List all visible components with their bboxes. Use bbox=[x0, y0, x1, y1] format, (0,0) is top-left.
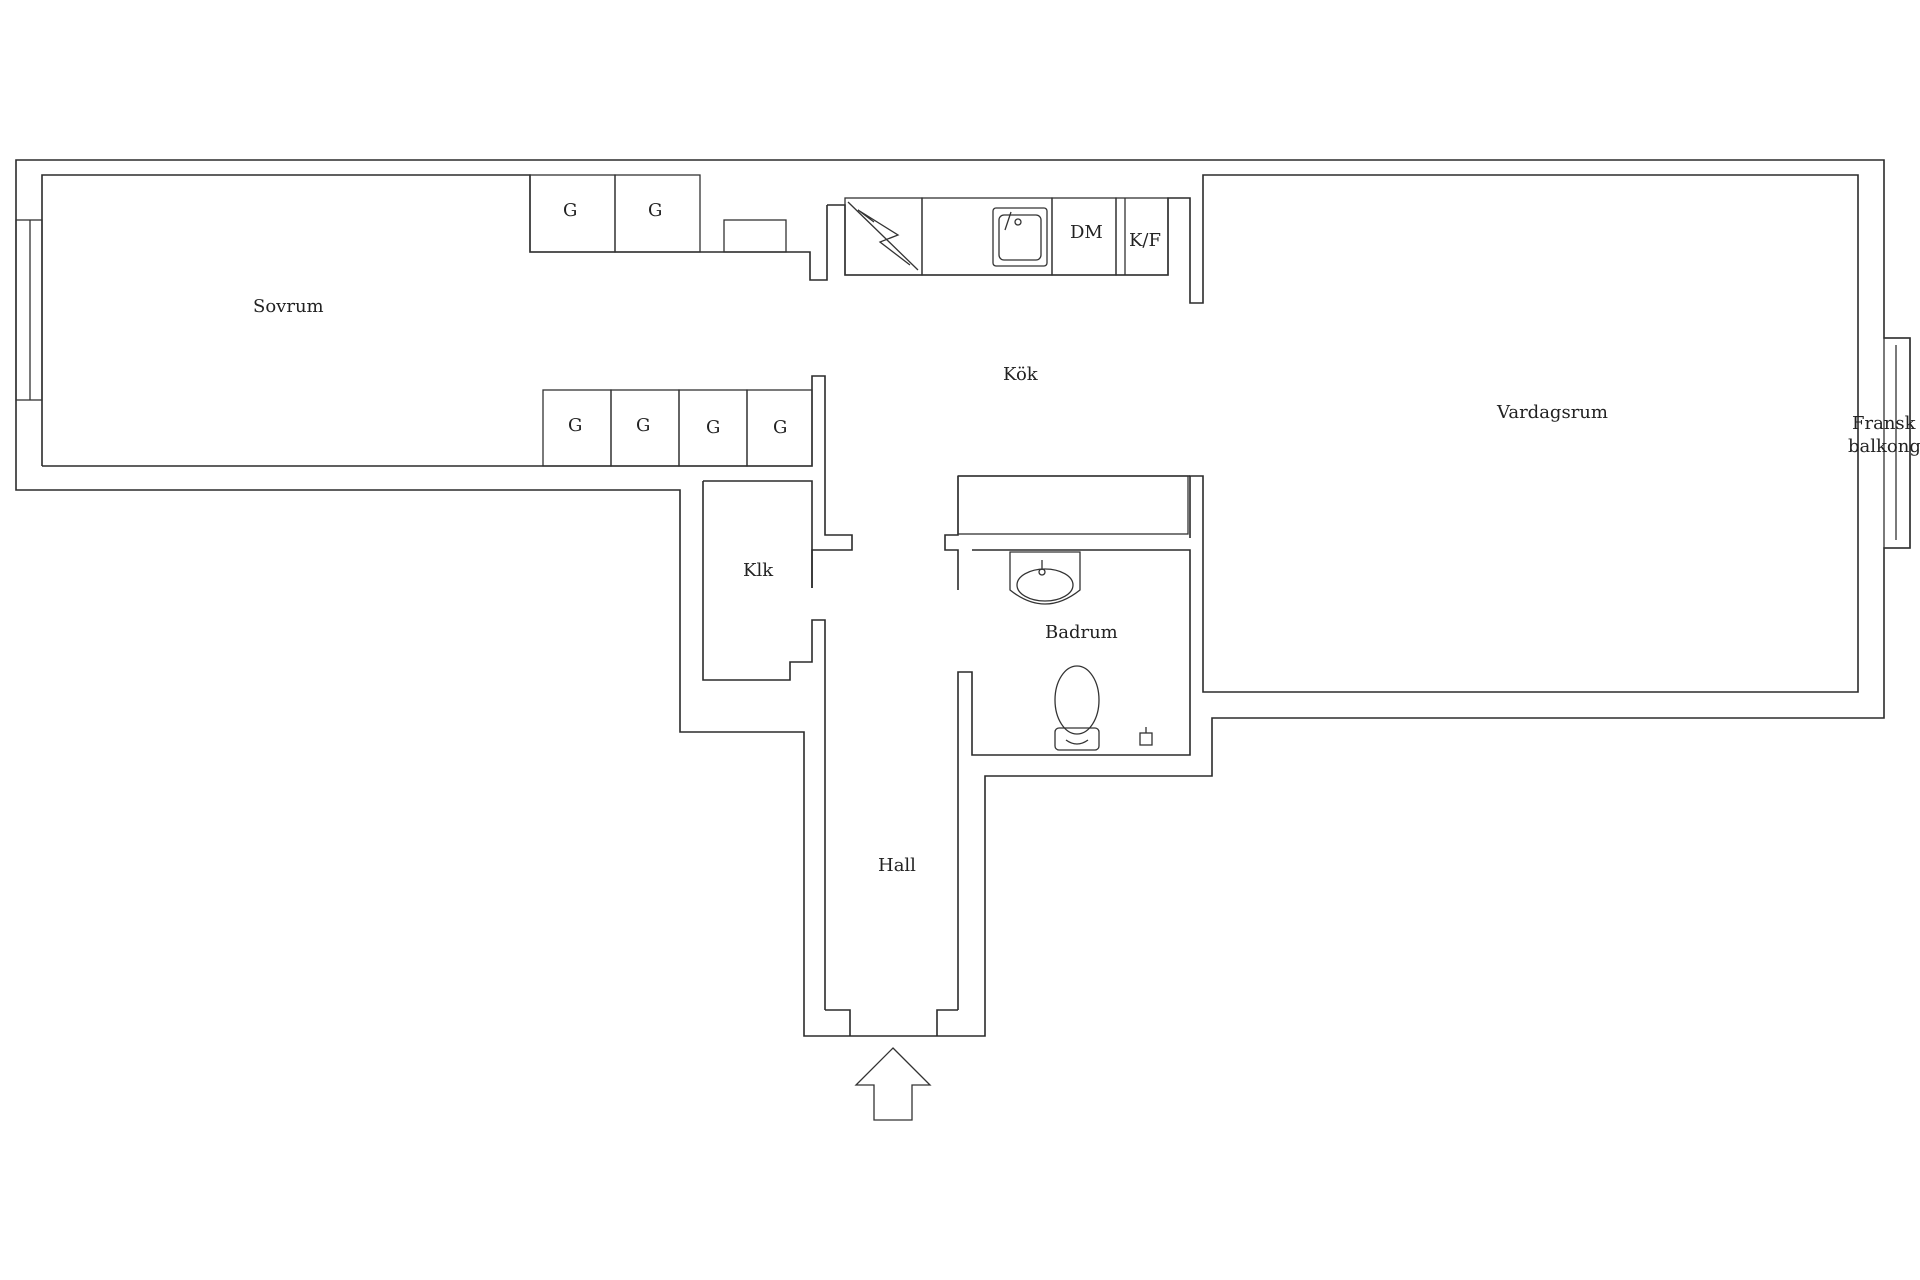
bathroom-walls bbox=[944, 475, 1191, 1010]
washbasin-icon bbox=[1009, 551, 1081, 605]
dishwasher-label: DM bbox=[1070, 222, 1103, 243]
french-balcony bbox=[1883, 337, 1911, 549]
wardrobe-label-6: G bbox=[773, 417, 787, 438]
vardagsrum-inner-wall bbox=[1189, 360, 1859, 693]
wardrobe-label-1: G bbox=[563, 200, 577, 221]
counter-sink-section bbox=[921, 197, 1053, 276]
kitchen-counter bbox=[827, 174, 1859, 360]
stove-icon bbox=[857, 209, 911, 266]
wardrobe-label-5: G bbox=[706, 417, 720, 438]
sink-basin bbox=[998, 214, 1042, 261]
wardrobe-label-2: G bbox=[648, 200, 662, 221]
wardrobe-lower-4 bbox=[746, 389, 813, 467]
room-label-sovrum: Sovrum bbox=[253, 296, 324, 317]
entrance-arrow-icon bbox=[854, 1047, 932, 1121]
outer-wall bbox=[15, 159, 1911, 1037]
room-label-hall: Hall bbox=[878, 855, 916, 876]
toilet-icon bbox=[1054, 665, 1100, 751]
sovrum-lower-wall bbox=[42, 375, 853, 588]
room-label-badrum: Badrum bbox=[1045, 622, 1118, 643]
toilet-brush-icon bbox=[1139, 727, 1153, 746]
klk-walls bbox=[702, 480, 826, 1010]
wardrobe-upper-2 bbox=[614, 174, 701, 253]
hall-walls bbox=[825, 1009, 958, 1036]
washbasin-bowl bbox=[1016, 568, 1074, 602]
room-label-kok: Kök bbox=[1003, 364, 1039, 385]
wardrobe-label-4: G bbox=[636, 415, 650, 436]
wardrobe-label-3: G bbox=[568, 415, 582, 436]
stove-diagonal bbox=[847, 201, 919, 271]
fridge-freezer-label: K/F bbox=[1129, 230, 1161, 251]
room-label-fransk: Fransk bbox=[1852, 413, 1917, 434]
sink-tap bbox=[1004, 211, 1012, 231]
shelf-upper bbox=[723, 219, 787, 253]
window-left bbox=[15, 219, 43, 401]
sink-drain bbox=[1014, 218, 1022, 226]
room-label-balkong: balkong bbox=[1848, 436, 1920, 457]
bath-cabinet bbox=[957, 475, 1189, 535]
fridge-freezer bbox=[1115, 197, 1169, 276]
sink-icon bbox=[992, 207, 1048, 267]
room-label-klk: Klk bbox=[743, 560, 774, 581]
room-label-vardagsrum: Vardagsrum bbox=[1496, 402, 1608, 423]
